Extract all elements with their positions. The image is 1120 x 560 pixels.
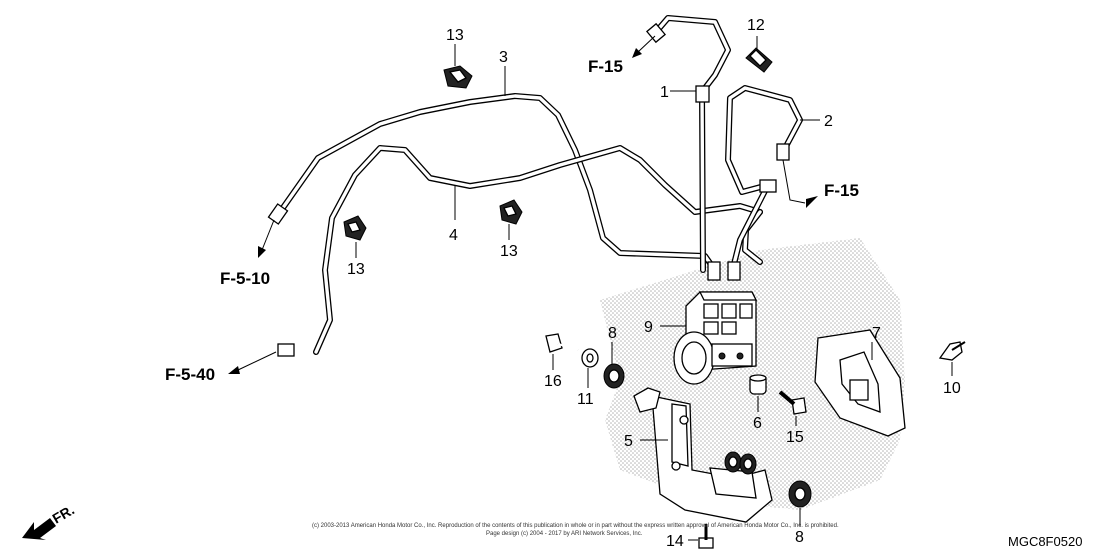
clip-13-left [343,215,367,241]
copyright-line-1: (c) 2003-2013 American Honda Motor Co., … [312,523,839,529]
brake-pipe-3 [277,93,715,269]
ref-f15-right: F-15 [824,181,859,200]
callout-7: 7 [872,325,881,342]
callout-5: 5 [624,433,633,450]
bolt-15 [778,390,807,415]
clip-13-mid [499,199,523,225]
clip-13-top [443,65,473,89]
copyright-line-2: Page design (c) 2004 - 2017 by ARI Netwo… [486,531,643,537]
front-direction-indicator: FR. [22,501,77,540]
callout-labels: 1 2 3 4 5 6 7 8 8 9 10 11 12 13 13 13 14… [347,17,961,550]
callout-12: 12 [747,17,765,34]
collar-11 [581,348,599,368]
callout-6: 6 [753,415,762,432]
reference-labels: F-15 F-15 F-5-10 F-5-40 [165,57,859,384]
callout-3: 3 [499,49,508,66]
callout-8-upper: 8 [608,325,617,342]
callout-13-mid: 13 [500,243,518,260]
front-arrow-icon [22,518,56,540]
callout-9: 9 [644,319,653,336]
bolt-14 [698,524,714,549]
grommet-8-upper [603,363,625,389]
bracket-grommets [724,451,757,475]
callout-13-left: 13 [347,261,365,278]
grommet-8-lower [788,480,812,508]
callout-13-top: 13 [446,27,464,44]
ref-f5-40: F-5-40 [165,365,215,384]
callout-1: 1 [660,84,669,101]
bolt-16 [545,333,579,353]
abs-bracket [633,387,773,523]
callout-4: 4 [449,227,458,244]
callout-11: 11 [577,391,594,408]
callout-14: 14 [666,533,684,550]
abs-modulator [673,291,758,385]
callout-2: 2 [824,113,833,130]
clip-12 [745,47,773,73]
abs-cover [814,329,906,437]
diagram-code: MGC8F0520 [1008,534,1082,549]
brake-pipe-1 [653,15,731,273]
callout-8-lower: 8 [795,529,804,546]
front-label: FR. [50,501,78,526]
callout-10: 10 [943,380,961,397]
pipe-fittings [267,22,790,357]
ref-f5-10: F-5-10 [220,269,270,288]
brake-pipe-2 [725,85,803,275]
pin-10 [938,341,966,361]
leader-lines [228,35,953,541]
collar-6 [749,374,767,395]
callout-16: 16 [544,373,562,390]
callout-15: 15 [786,429,804,446]
ref-f15-top: F-15 [588,57,623,76]
